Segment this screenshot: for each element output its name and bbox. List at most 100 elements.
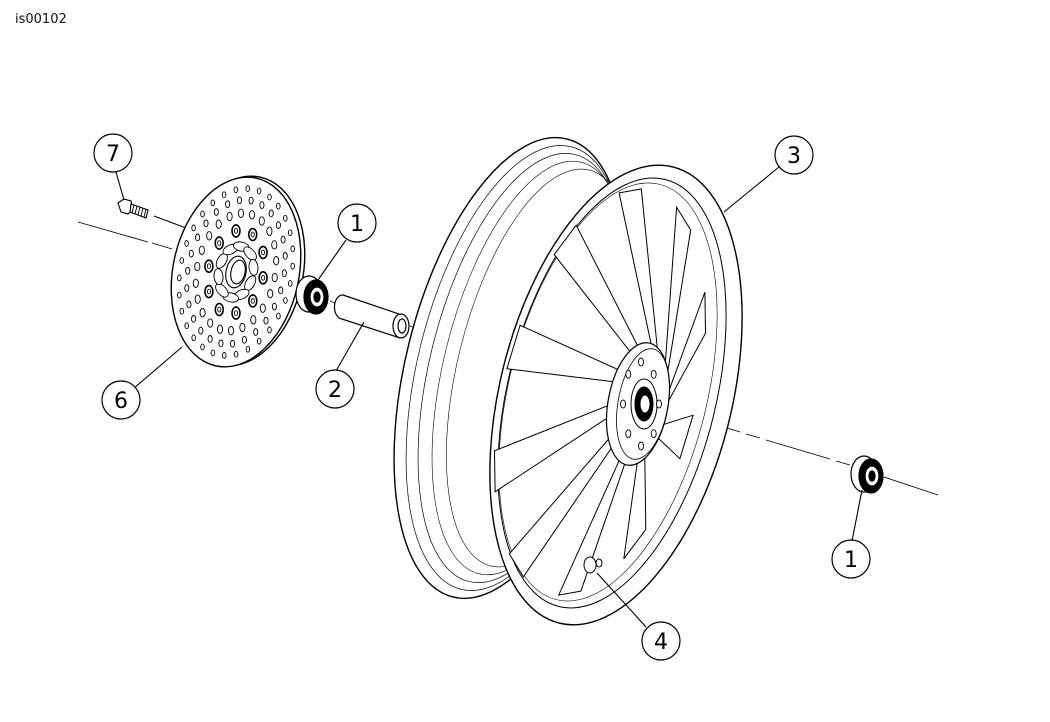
disc-hole — [198, 245, 205, 255]
wheel-part — [393, 136, 743, 626]
disc-hole — [259, 303, 266, 313]
disc-carrier-slot — [248, 258, 259, 276]
callout-2-label: 2 — [328, 378, 342, 403]
disc-hole — [186, 300, 192, 309]
disc-hole — [188, 249, 194, 258]
disc-hole — [271, 272, 278, 283]
disc-hole — [191, 334, 196, 342]
disc-hole — [280, 235, 286, 244]
disc-hole — [237, 208, 245, 218]
disc-hole — [267, 289, 274, 299]
disc-hole — [245, 185, 251, 192]
disc-hole — [290, 245, 295, 253]
disc-hole — [275, 221, 281, 229]
disc-hole — [184, 322, 189, 330]
disc-bolt-part — [117, 198, 187, 229]
disc-hole — [226, 211, 233, 222]
disc-hole — [273, 256, 280, 266]
brake-disc-part — [170, 175, 306, 368]
hub-hole — [656, 399, 662, 409]
disc-hole — [179, 307, 185, 315]
callout-4: 4 — [641, 621, 681, 661]
disc-hole — [184, 284, 190, 292]
hub-hole — [625, 429, 632, 439]
disc-hole — [287, 229, 293, 237]
callout-6: 6 — [101, 380, 141, 420]
disc-hole — [198, 326, 204, 335]
disc-carrier-slot — [243, 246, 257, 261]
disc-hole — [282, 252, 288, 260]
disc-hole — [216, 324, 224, 334]
hub-hole — [620, 399, 626, 409]
figure-id: is00102 — [15, 12, 67, 27]
disc-carrier-slot — [215, 283, 229, 298]
disc-hole — [206, 231, 213, 241]
disc-hole — [203, 219, 209, 228]
disc-hole — [215, 219, 222, 229]
callout-1-left: 1 — [337, 203, 377, 243]
disc-hole — [221, 191, 227, 199]
callout-1-right-label: 1 — [844, 548, 858, 573]
disc-hole — [256, 337, 262, 345]
disc-hole — [253, 328, 259, 336]
disc-hole — [248, 210, 256, 220]
right-bearing-part — [850, 455, 884, 494]
callout-4-label: 4 — [654, 630, 668, 655]
callout-3-label: 3 — [787, 144, 801, 169]
disc-carrier-slot — [213, 268, 224, 286]
disc-hole — [200, 210, 205, 218]
disc-rivet-center — [206, 263, 211, 270]
callout-2: 2 — [315, 369, 355, 409]
disc-rivet-center — [217, 240, 222, 246]
disc-hole — [210, 349, 216, 357]
disc-hole — [229, 339, 236, 348]
disc-rivet-center — [233, 228, 239, 234]
disc-hole — [194, 294, 201, 304]
disc-hole — [207, 318, 214, 328]
disc-hole — [233, 186, 239, 194]
tyre-valve-part — [583, 556, 603, 574]
disc-rivet-center — [250, 231, 255, 238]
disc-hole — [184, 240, 189, 247]
disc-hole — [283, 297, 288, 304]
hub-hole — [625, 369, 632, 379]
disc-hole — [245, 345, 251, 353]
disc-hole — [267, 193, 272, 201]
disc-hole — [221, 352, 227, 359]
disc-hole — [256, 187, 262, 195]
disc-hole — [225, 200, 231, 209]
disc-hole — [191, 315, 197, 323]
disc-rivet-center — [206, 288, 211, 295]
disc-hole — [276, 312, 281, 320]
disc-hole — [177, 274, 182, 282]
disc-rivet-center — [261, 249, 266, 256]
disc-hole — [241, 335, 247, 344]
disc-hole — [278, 286, 284, 295]
disc-hole — [268, 209, 274, 218]
hub-hole — [638, 441, 644, 451]
disc-hole — [267, 326, 272, 334]
left-bearing-part — [295, 275, 329, 315]
disc-hole — [195, 233, 201, 242]
disc-hole — [266, 226, 273, 236]
disc-hole — [239, 322, 246, 333]
disc-hole — [218, 339, 224, 348]
hub-hole — [650, 369, 657, 379]
disc-rivet-center — [250, 298, 255, 304]
disc-hole — [213, 208, 219, 216]
callout-7-label: 7 — [106, 142, 120, 167]
disc-hole — [179, 257, 185, 264]
callout-7: 7 — [93, 133, 133, 173]
disc-hole — [276, 202, 281, 210]
disc-hole — [236, 196, 243, 205]
disc-rivet-center — [261, 274, 266, 281]
disc-hole — [281, 269, 287, 278]
disc-hole — [199, 308, 206, 318]
hub-hole — [650, 429, 657, 439]
disc-hole — [210, 199, 216, 207]
disc-hole — [258, 216, 265, 226]
hub-hole — [638, 357, 644, 367]
disc-hole — [287, 280, 293, 287]
disc-hole — [263, 316, 269, 325]
disc-hole — [271, 240, 278, 250]
